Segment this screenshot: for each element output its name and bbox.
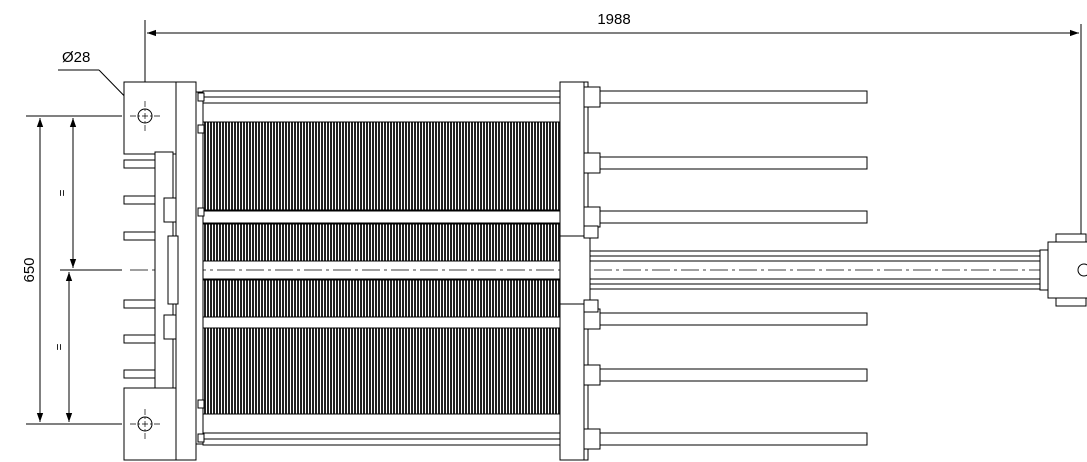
rod-3 bbox=[202, 210, 868, 224]
rod-2 bbox=[583, 156, 868, 170]
height-dimension bbox=[26, 115, 122, 425]
fin-block-4 bbox=[202, 327, 561, 415]
fin-block-2 bbox=[202, 223, 561, 262]
length-dimension-label: 1988 bbox=[597, 11, 630, 28]
rod-5 bbox=[583, 368, 868, 382]
right-end-coupling bbox=[1039, 233, 1087, 307]
middle-support bbox=[559, 81, 601, 461]
lower-equal-label: = bbox=[52, 343, 66, 350]
rod-4 bbox=[583, 312, 868, 326]
side-pins bbox=[123, 151, 179, 389]
fin-block-1 bbox=[202, 121, 561, 211]
bolt-heads bbox=[197, 92, 205, 443]
mounting-holes bbox=[130, 101, 160, 439]
end-coupling-hole bbox=[1077, 263, 1087, 277]
central-shaft bbox=[130, 250, 1087, 290]
upper-equal-label: = bbox=[55, 189, 69, 196]
height-dimension-label: 650 bbox=[21, 257, 38, 282]
fin-blocks bbox=[202, 121, 561, 415]
fin-block-3 bbox=[202, 279, 561, 318]
diameter-label: Ø28 bbox=[62, 49, 90, 66]
